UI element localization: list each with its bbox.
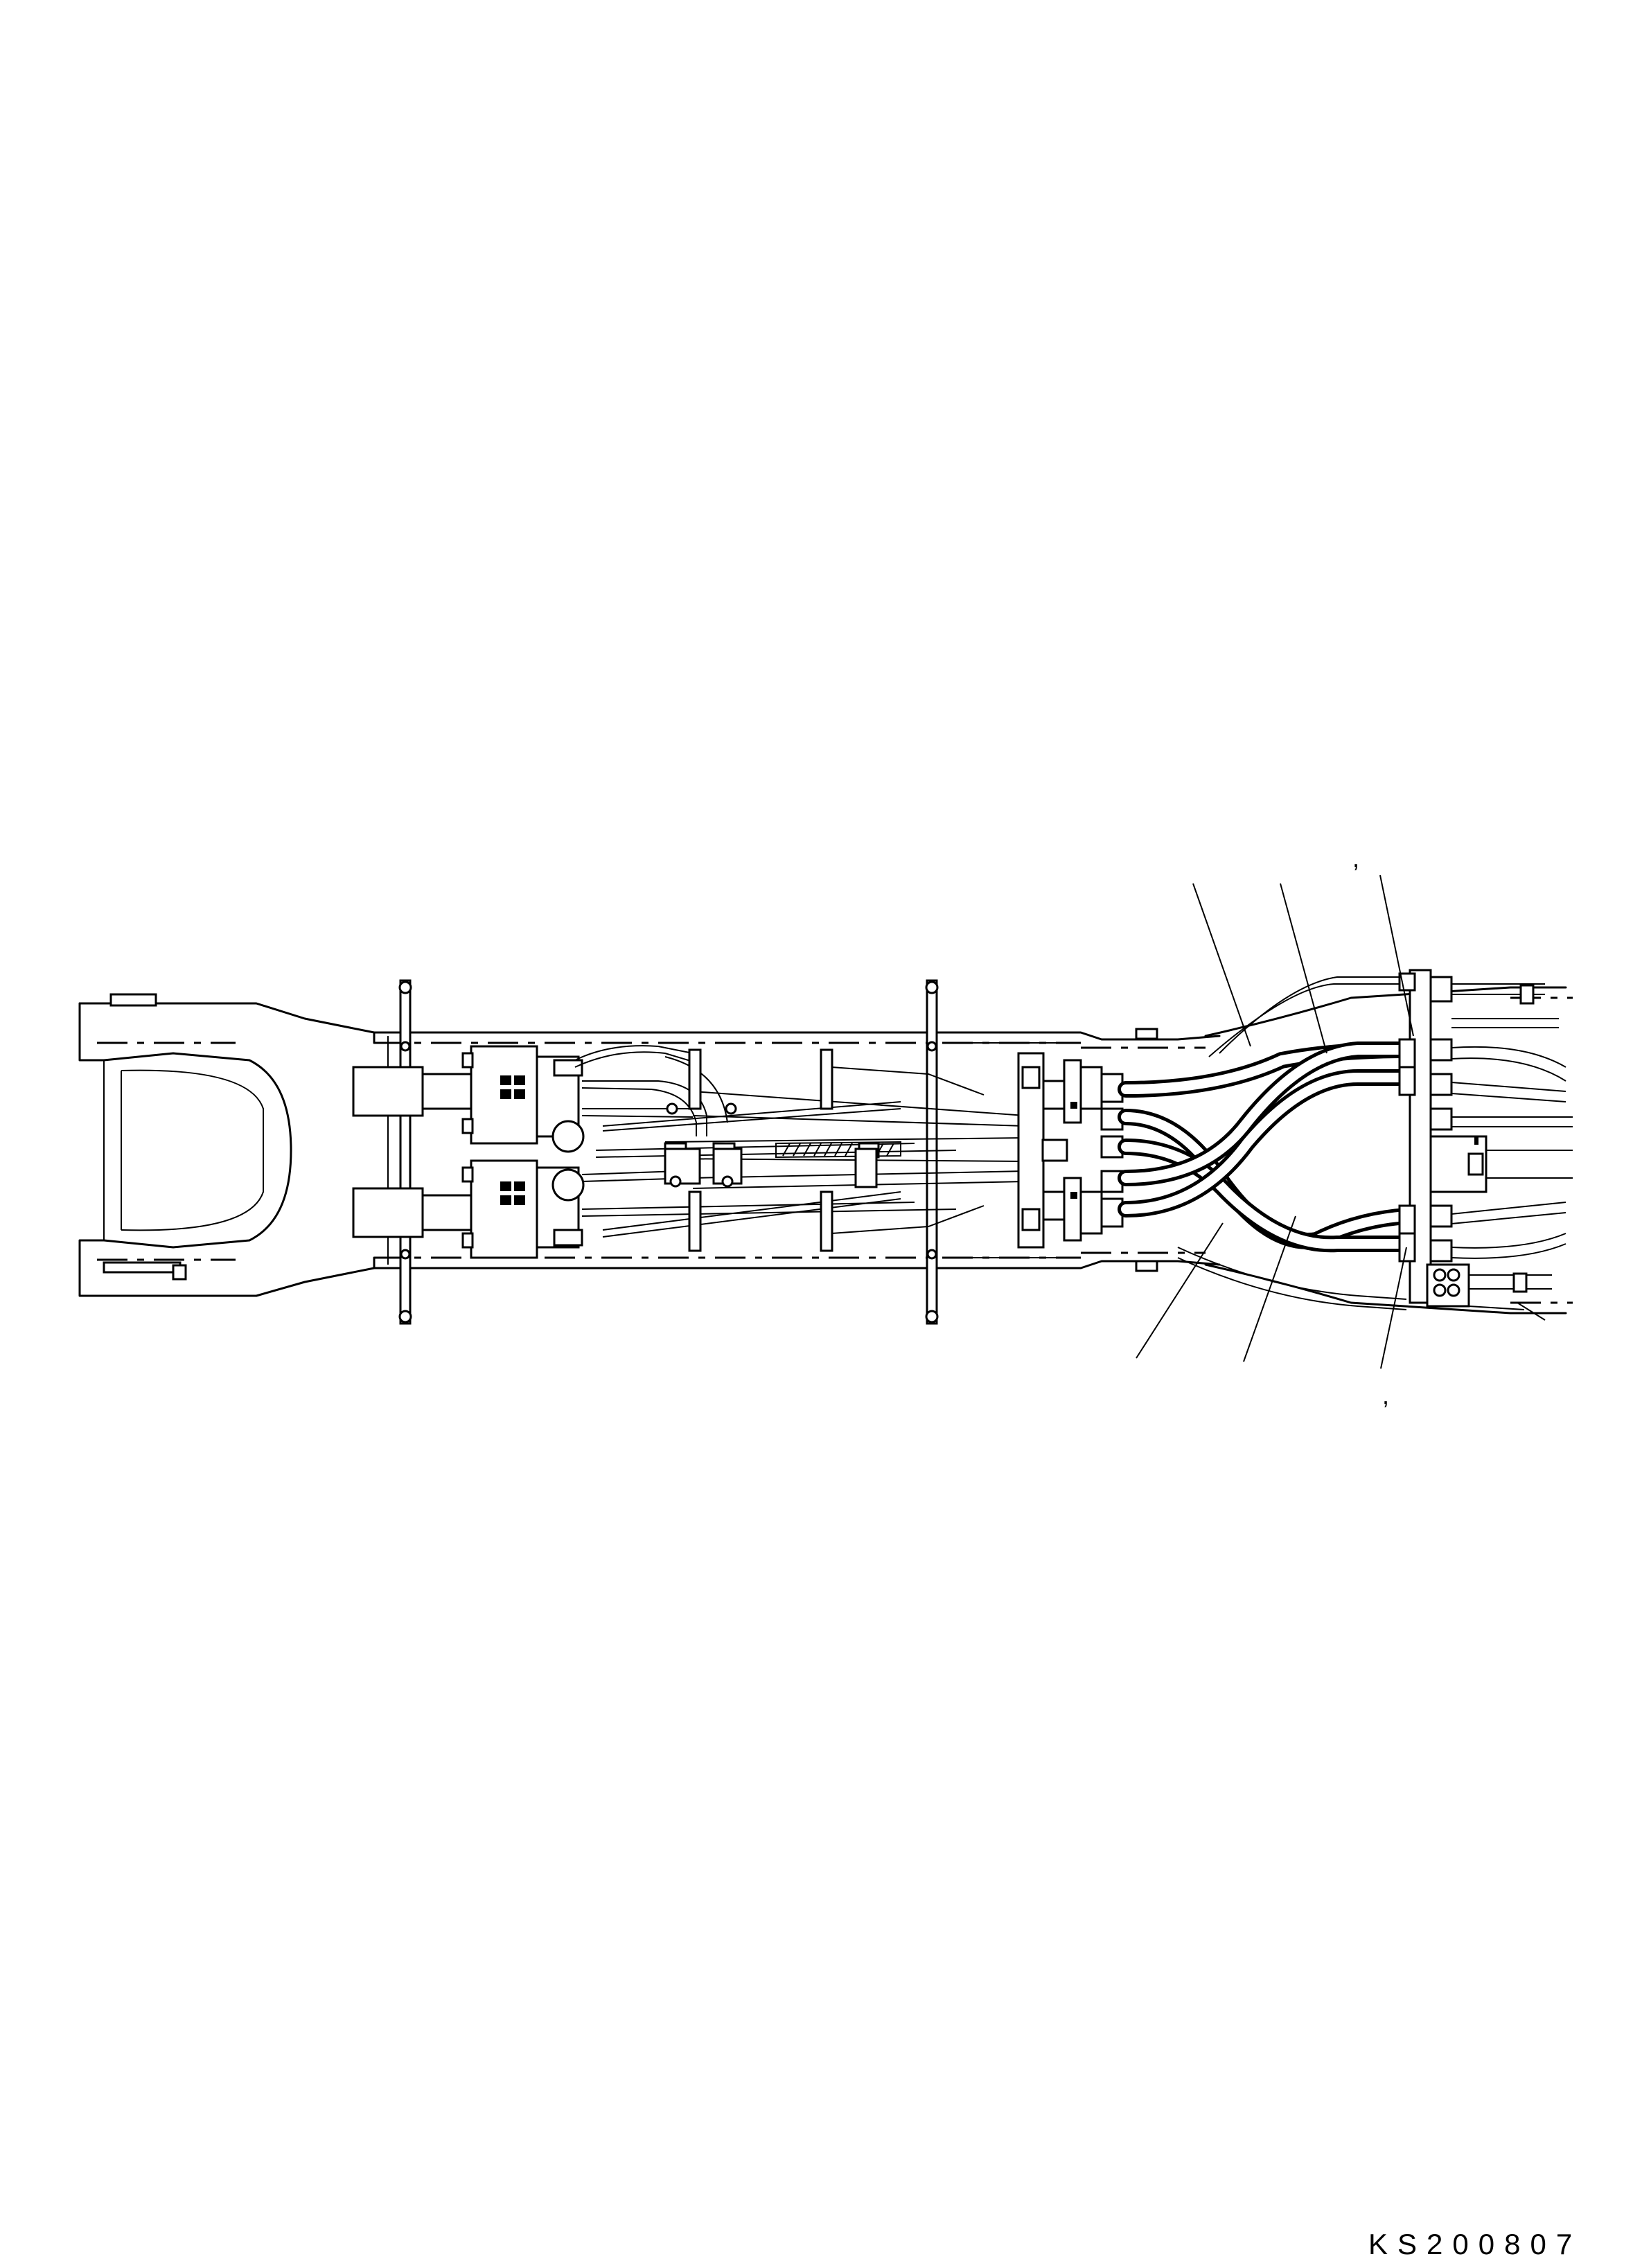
hose-clamps [664, 1048, 880, 1252]
crossing-hoses [1118, 976, 1415, 1310]
control-valve-block [1398, 969, 1573, 1321]
head-hoses [574, 1045, 1026, 1238]
boom-foot-clevis [78, 993, 376, 1297]
drawing-number: KS200807 [1368, 2228, 1582, 2260]
mid-brackets [1017, 1052, 1124, 1249]
cylinder-head-upper [461, 1045, 585, 1153]
callout-mark-upper: , [1352, 844, 1360, 872]
cylinder-rods [352, 1066, 479, 1238]
cylinder-head-lower [461, 1159, 585, 1259]
callout-mark-lower: , [1382, 1381, 1390, 1409]
leader-lines [1136, 874, 1414, 1369]
arm-body [373, 986, 1573, 1315]
